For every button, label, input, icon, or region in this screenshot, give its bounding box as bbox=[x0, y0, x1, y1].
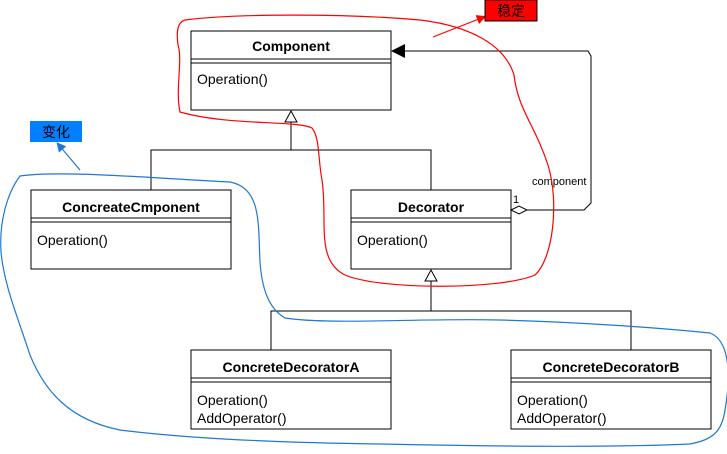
class-name: ConcreteDecoratorB bbox=[543, 359, 680, 375]
tag-stable: 稳定 bbox=[484, 0, 538, 22]
class-name: Decorator bbox=[398, 199, 465, 215]
method: Operation() bbox=[197, 71, 268, 87]
method: Operation() bbox=[37, 232, 108, 248]
method: AddOperator() bbox=[517, 410, 606, 426]
aggregation-component: component 1 bbox=[391, 44, 592, 215]
class-name: Component bbox=[252, 38, 330, 54]
association-role-label: component bbox=[532, 176, 586, 188]
inheritance-arrow-icon bbox=[424, 268, 438, 282]
class-name: ConcreateCmponent bbox=[62, 199, 200, 215]
inheritance-decorator bbox=[270, 268, 632, 350]
method: Operation() bbox=[517, 392, 588, 408]
class-concrete-component[interactable]: ConcreateCmponent Operation() bbox=[30, 189, 232, 270]
association-arrow-icon bbox=[391, 44, 405, 58]
inheritance-component bbox=[150, 109, 432, 190]
class-concrete-decorator-a[interactable]: ConcreteDecoratorA Operation() AddOperat… bbox=[190, 349, 392, 430]
stable-pointer-arrow bbox=[432, 15, 487, 38]
stable-region-outline bbox=[176, 14, 555, 287]
aggregation-diamond-icon bbox=[509, 205, 529, 215]
method: Operation() bbox=[357, 232, 428, 248]
tag-change-label: 变化 bbox=[42, 125, 70, 141]
tag-stable-label: 稳定 bbox=[497, 4, 525, 20]
method: AddOperator() bbox=[197, 410, 286, 426]
tag-change: 变化 bbox=[30, 121, 82, 142]
method: Operation() bbox=[197, 392, 268, 408]
change-region-outline bbox=[0, 173, 727, 447]
inheritance-arrow-icon bbox=[284, 109, 298, 123]
change-pointer-arrow bbox=[56, 142, 81, 171]
class-decorator[interactable]: Decorator Operation() bbox=[350, 189, 512, 270]
class-concrete-decorator-b[interactable]: ConcreteDecoratorB Operation() AddOperat… bbox=[510, 349, 712, 430]
class-component[interactable]: Component Operation() bbox=[190, 30, 392, 111]
association-multiplicity-label: 1 bbox=[513, 194, 519, 206]
class-name: ConcreteDecoratorA bbox=[223, 359, 360, 375]
